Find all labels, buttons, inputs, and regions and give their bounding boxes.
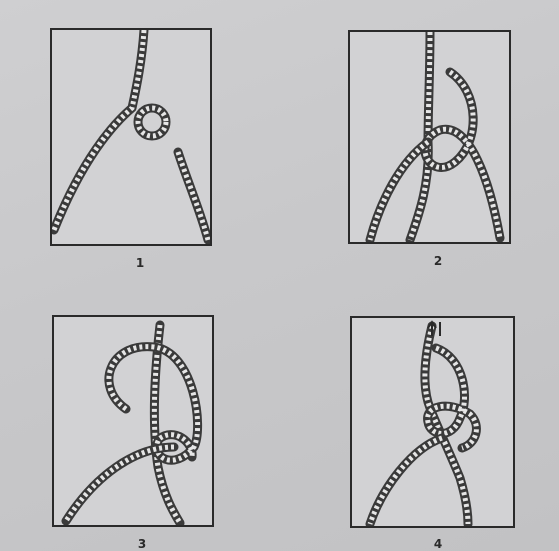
- rope-drawing: [370, 322, 476, 524]
- panel-1: [50, 28, 212, 246]
- panel-2: [348, 30, 511, 244]
- bowline-finished-icon: [352, 318, 513, 526]
- rope-end-through-loop-icon: [350, 32, 509, 242]
- rope-around-standing-part-icon: [54, 317, 212, 525]
- step-label-1: 1: [130, 256, 150, 270]
- step-label-2: 2: [428, 254, 448, 268]
- step-label-3: 3: [132, 537, 152, 551]
- rope-drawing: [54, 30, 208, 240]
- step-label-4: 4: [428, 537, 448, 551]
- panel-3: [52, 315, 214, 527]
- rope-drawing: [370, 32, 500, 240]
- panel-4: [350, 316, 515, 528]
- rope-loop-step-icon: [52, 30, 210, 244]
- rope-drawing: [66, 325, 198, 523]
